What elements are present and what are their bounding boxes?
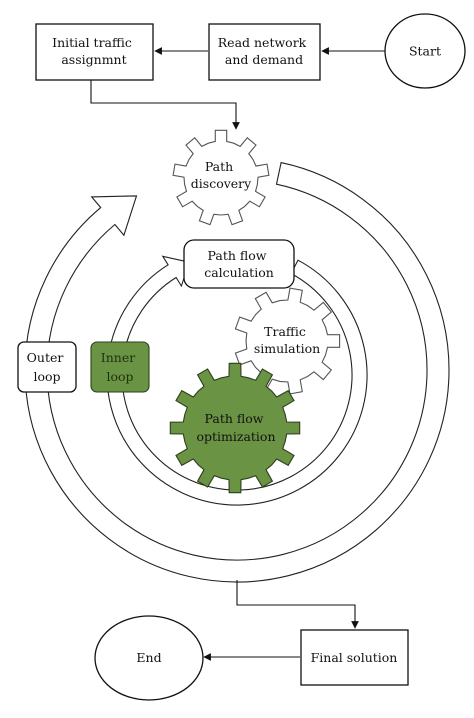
traffic-simulation-gear: Traffic simulation <box>234 287 341 395</box>
initial-assignment-box: Initial traffic assignmnt <box>35 23 154 81</box>
start-label: Start <box>409 44 441 59</box>
svg-text:Start: Start <box>409 44 441 59</box>
arrow-loop-to-final <box>236 580 359 629</box>
inner-loop-box: Inner loop <box>90 341 150 393</box>
read-network-box: Read network and demand <box>208 23 321 81</box>
end-node: End <box>94 615 204 701</box>
inner-loop-band <box>106 255 368 506</box>
svg-text:Initial traffic assignmn: Initial traffic assignmnt <box>52 35 136 67</box>
svg-text:Outer loop: Outer loop <box>27 350 68 384</box>
start-node: Start <box>384 13 466 89</box>
initial-assignment-label-line-1: Initial traffic <box>52 35 132 50</box>
end-label: End <box>136 650 161 665</box>
path-discovery-gear: Path discovery <box>172 129 270 226</box>
svg-text:Path flow optimization: Path flow optimization <box>196 411 275 444</box>
inner-loop-label-line-2: loop <box>106 369 133 384</box>
final-solution-label: Final solution <box>311 650 398 665</box>
svg-text:Traffic simulation: Traffic simulation <box>254 324 320 356</box>
final-solution-box: Final solution <box>300 629 409 686</box>
path-flow-optimization-label-line-2: optimization <box>196 429 275 444</box>
path-discovery-label-line-1: Path <box>205 159 233 174</box>
traffic-simulation-label-line-1: Traffic <box>264 324 306 339</box>
outer-loop-band <box>24 161 450 583</box>
read-network-label-line-1: Read network <box>218 35 307 50</box>
outer-loop-label-line-1: Outer <box>27 350 64 365</box>
arrow-initial-to-discovery <box>90 80 240 130</box>
svg-text:End: End <box>136 650 161 665</box>
svg-text:Path discovery: Path discovery <box>191 159 252 191</box>
outer-loop-box: Outer loop <box>17 341 77 393</box>
read-network-label-line-2: and demand <box>225 52 303 67</box>
path-discovery-label-line-2: discovery <box>191 176 252 191</box>
path-flow-optimization-label-line-1: Path flow <box>205 411 264 426</box>
inner-loop-label-line-1: Inner <box>101 350 135 365</box>
initial-assignment-label-line-2: assignmnt <box>61 52 126 67</box>
traffic-simulation-label-line-2: simulation <box>254 341 320 356</box>
path-flow-calculation-label-line-2: calculation <box>204 265 274 280</box>
outer-loop-label-line-2: loop <box>33 369 60 384</box>
svg-text:Final solution: Final solution <box>311 650 398 665</box>
svg-text:Path flow calculation: Path flow calculation <box>204 248 274 280</box>
path-flow-calculation-box: Path flow calculation <box>183 239 295 289</box>
svg-text:Read network and demand: Read network and demand <box>218 35 310 67</box>
path-flow-calculation-label-line-1: Path flow <box>208 248 267 263</box>
path-flow-optimization-gear: Path flow optimization <box>169 362 301 494</box>
svg-text:Inner loop: Inner loop <box>101 350 139 384</box>
